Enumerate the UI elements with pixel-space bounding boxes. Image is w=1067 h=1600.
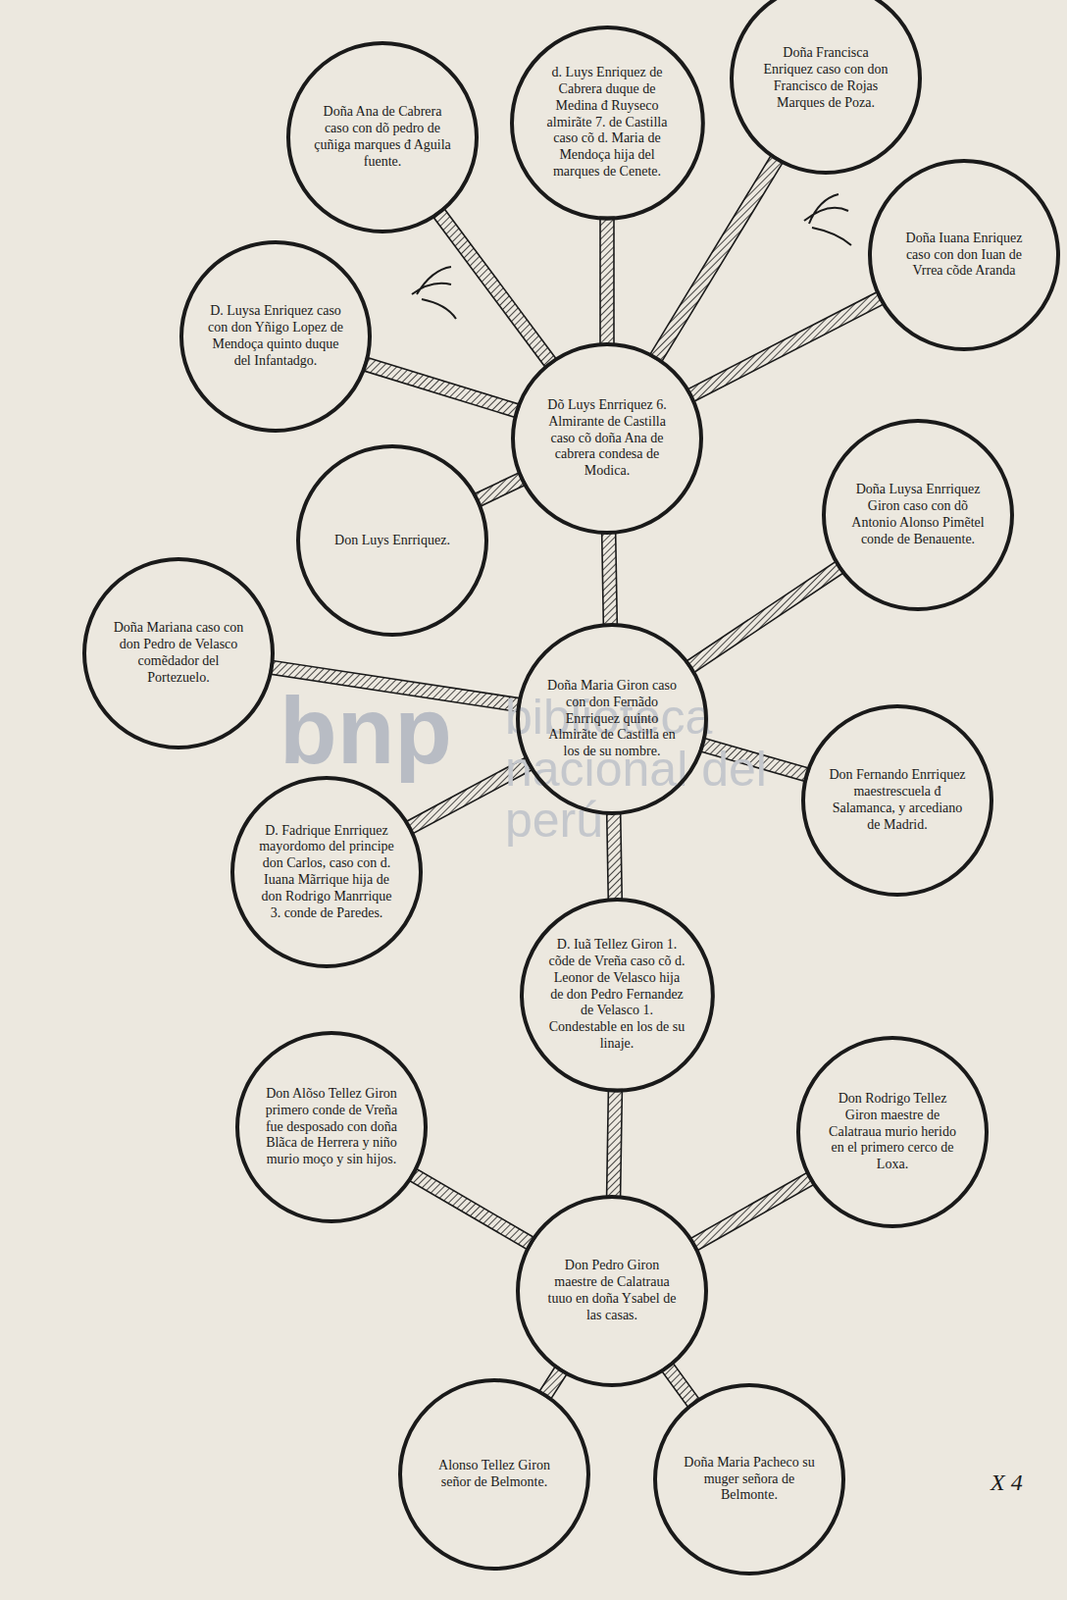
hatched-branch [362, 356, 521, 418]
person-entry: Alonso Tellez Giron señor de Belmonte. [425, 1457, 563, 1491]
person-entry: D. Luysa Enriquez caso con don Yñigo Lop… [206, 303, 345, 369]
genealogy-circle: Don Luys Enrriquez. [296, 444, 489, 637]
hatched-branch [600, 216, 614, 346]
hatched-branch [607, 1088, 623, 1198]
hatched-branch [686, 291, 884, 403]
hatched-branch [689, 1171, 815, 1252]
genealogy-circle: Doña Ana de Cabrera caso con dõ pedro de… [286, 41, 479, 234]
person-entry: Don Rodrigo Tellez Giron maestre de Cala… [823, 1090, 962, 1173]
person-entry: Doña Maria Giron caso con don Fernãdo En… [543, 677, 681, 761]
person-entry: Doña Iuana Enriquez caso con don Iuan de… [895, 230, 1033, 280]
hatched-branch [685, 560, 845, 673]
person-entry: D. Fadrique Enrriquez mayordomo del prin… [257, 822, 396, 922]
person-entry: Doña Maria Pacheco su muger señora de Be… [680, 1454, 818, 1504]
genealogy-circle: Doña Maria Pacheco su muger señora de Be… [653, 1382, 846, 1576]
person-entry: Don Luys Enrriquez. [323, 532, 461, 550]
genealogy-circle: Doña Iuana Enriquez caso con don Iuan de… [867, 158, 1061, 352]
person-entry: d. Luys Enriquez de Cabrera duque de Med… [538, 64, 676, 181]
genealogy-circle: Doña Luysa Enrriquez Giron caso con dõ A… [821, 418, 1015, 611]
hatched-branch [473, 471, 526, 507]
genealogy-circle: Dõ Luys Enrriquez 6. Almirante de Castil… [510, 342, 704, 535]
genealogy-circle: Doña Francisca Enriquez caso con don Fra… [729, 0, 922, 175]
person-entry: Doña Luysa Enrriquez Giron caso con dõ A… [849, 481, 987, 548]
genealogy-circle: Alonso Tellez Giron señor de Belmonte. [398, 1377, 591, 1571]
signature-mark: X 4 [990, 1469, 1023, 1496]
genealogy-circle: Don Alõso Tellez Giron primero conde de … [235, 1030, 428, 1223]
genealogy-circle: Don Fernando Enrriquez maestrescuela đ S… [801, 704, 994, 897]
person-entry: Don Alõso Tellez Giron primero conde de … [262, 1085, 401, 1169]
person-entry: Don Fernando Enrriquez maestrescuela đ S… [828, 766, 966, 833]
person-entry: Doña Ana de Cabrera caso con dõ pedro de… [313, 103, 452, 170]
genealogy-circle: Don Pedro Giron maestre de Calatraua tuu… [515, 1194, 709, 1387]
palm-frond [411, 194, 852, 319]
genealogy-circle: Doña Mariana caso con don Pedro de Velas… [82, 557, 275, 750]
person-entry: Doña Mariana caso con don Pedro de Velas… [109, 619, 248, 686]
hatched-branch [649, 154, 783, 363]
hatched-branch [607, 812, 623, 901]
hatched-branch [408, 1168, 536, 1250]
person-entry: Don Pedro Giron maestre de Calatraua tuu… [543, 1257, 681, 1323]
genealogy-circle: d. Luys Enriquez de Cabrera duque de Med… [509, 25, 706, 221]
person-entry: D. Iuã Tellez Giron 1. cõde de Vreña cas… [548, 936, 686, 1053]
genealogy-circle: D. Iuã Tellez Giron 1. cõde de Vreña cas… [519, 897, 715, 1093]
genealogy-circle: Doña Maria Giron caso con don Fernãdo En… [515, 622, 709, 815]
hatched-branch [432, 207, 558, 368]
person-entry: Dõ Luys Enrriquez 6. Almirante de Castil… [538, 397, 676, 480]
person-entry: Doña Francisca Enriquez caso con don Fra… [757, 45, 895, 111]
hatched-branch [602, 531, 618, 626]
genealogy-circle: Don Rodrigo Tellez Giron maestre de Cala… [796, 1035, 989, 1228]
genealogy-circle: D. Luysa Enriquez caso con don Yñigo Lop… [179, 240, 372, 433]
watermark: bnp [279, 676, 453, 785]
genealogy-circle: D. Fadrique Enrriquez mayordomo del prin… [230, 775, 423, 968]
